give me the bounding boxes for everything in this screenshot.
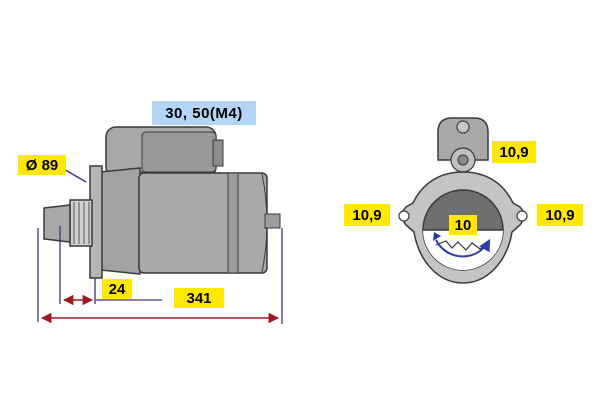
left-mount-label: 10,9: [344, 204, 390, 226]
left-mount-hole: [398, 210, 410, 222]
pinion-teeth-label: 10: [449, 215, 477, 235]
drive-housing: [89, 165, 141, 279]
dimension-lines: [37, 167, 283, 324]
solenoid: [105, 126, 224, 183]
pinion-side: [43, 199, 93, 247]
top-mount-boss: [437, 117, 489, 173]
overall-length-label: 341: [174, 288, 224, 308]
top-mount-label: 10,9: [492, 141, 536, 163]
rotation-arrow-icon: [435, 238, 491, 258]
right-mount-hole: [516, 210, 528, 222]
side-view: [37, 126, 283, 324]
end-bolt: [264, 213, 281, 229]
terminal-label: 30, 50(M4): [152, 101, 256, 125]
motor-body: [138, 172, 281, 274]
flange-diameter-label: Ø 89: [18, 155, 66, 175]
flange-offset-label: 24: [102, 279, 132, 299]
right-mount-label: 10,9: [537, 204, 583, 226]
